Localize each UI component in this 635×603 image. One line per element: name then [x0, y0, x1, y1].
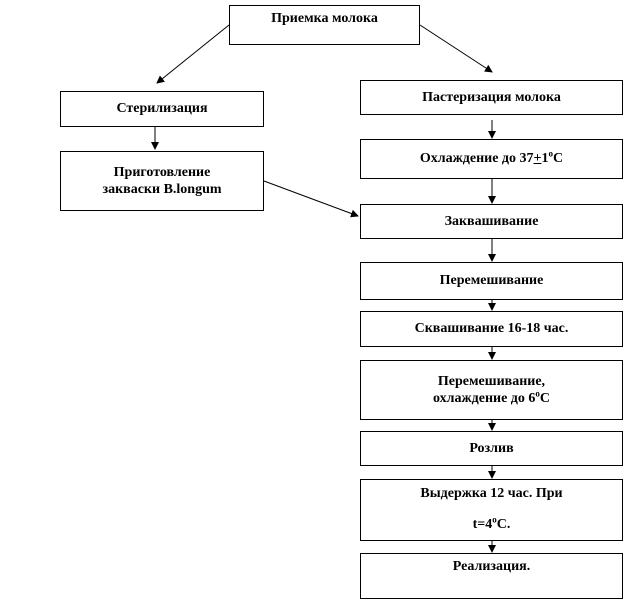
step-starter-label: Приготовление закваски B.longum: [102, 164, 221, 199]
cooling-prefix: Охлаждение до 37: [419, 151, 534, 167]
cooling-unit: С: [552, 151, 564, 167]
arrow-receiving-to-sterilization: [156, 24, 230, 84]
step-sale: Реализация.: [360, 553, 623, 599]
arrow-receiving-to-pasteurization: [419, 24, 493, 73]
step-sterilization: Стерилизация: [60, 91, 264, 127]
step-aging-label: Выдержка 12 час. При t=4оС.: [420, 479, 562, 541]
cooling-value: 1: [541, 151, 549, 167]
step-mixing: Перемешивание: [360, 262, 623, 300]
step-inoculation: Заквашивание: [360, 204, 623, 239]
step-sterilization-label: Стерилизация: [116, 101, 208, 117]
step-sale-label: Реализация.: [452, 559, 531, 574]
aging-line-2: t=4оС.: [472, 514, 511, 532]
step-pasteurization-label: Пастеризация молока: [422, 89, 561, 105]
step-aging: Выдержка 12 час. При t=4оС.: [360, 479, 623, 541]
step-mixing-label: Перемешивание: [439, 273, 544, 289]
arrow-starter-to-inoculation: [263, 180, 359, 218]
mix-cool-line-2: охлаждение до 6оС: [432, 388, 550, 406]
starter-line-2: закваски B.longum: [102, 182, 222, 197]
step-fermentation-label: Сквашивание 16-18 час.: [414, 321, 569, 337]
cooling-plus-minus: +: [533, 151, 542, 167]
step-mixing-cooling: Перемешивание, охлаждение до 6оС: [360, 360, 623, 420]
step-receiving: Приемка молока: [229, 5, 420, 45]
starter-line-1: Приготовление: [113, 164, 211, 180]
cooling-degree: о: [548, 148, 553, 159]
step-cooling: Охлаждение до 37+1оС: [360, 139, 623, 179]
aging-line-1: Выдержка 12 час. При: [420, 486, 563, 502]
step-bottling-label: Розлив: [469, 440, 514, 456]
mix-cool-prefix: охлаждение до 6: [432, 391, 536, 406]
aging-unit: С.: [496, 517, 511, 532]
step-fermentation: Сквашивание 16-18 час.: [360, 311, 623, 347]
aging-degree: о: [492, 514, 497, 525]
step-cooling-label: Охлаждение до 37+1оС: [419, 148, 564, 168]
step-mix-cool-label: Перемешивание, охлаждение до 6оС: [433, 373, 550, 408]
step-receiving-label: Приемка молока: [271, 11, 378, 26]
step-pasteurization: Пастеризация молока: [360, 80, 623, 115]
aging-prefix: t=4: [472, 517, 493, 532]
mix-cool-line-1: Перемешивание,: [437, 373, 546, 389]
step-bottling: Розлив: [360, 431, 623, 466]
step-starter-preparation: Приготовление закваски B.longum: [60, 151, 264, 211]
mix-cool-unit: С: [539, 391, 550, 406]
mix-cool-degree: о: [535, 388, 540, 399]
step-inoculation-label: Заквашивание: [444, 213, 539, 229]
